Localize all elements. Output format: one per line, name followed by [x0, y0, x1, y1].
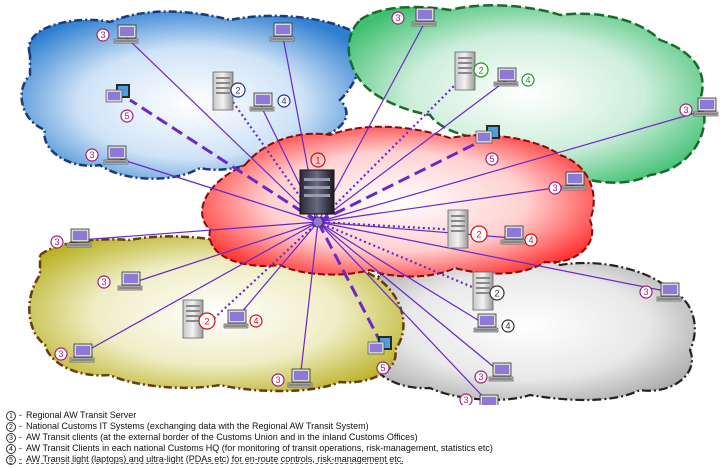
marker-3: 3	[474, 370, 488, 384]
client-computer	[287, 368, 313, 388]
light-links	[129, 98, 484, 346]
marker-2: 2	[489, 285, 505, 301]
marker-4: 4	[249, 314, 263, 328]
national-server-blue	[212, 71, 234, 111]
legend-number: 2	[6, 421, 16, 432]
hq-computer	[493, 67, 519, 87]
legend-text: AW Transit clients (at the external bord…	[26, 432, 418, 442]
legend-separator: -	[19, 432, 22, 442]
svg-text:2: 2	[478, 66, 483, 76]
client-computer	[475, 394, 501, 405]
svg-text:3: 3	[552, 183, 557, 193]
region-green	[347, 4, 706, 184]
legend-item-national: 2 - National Customs IT Systems (exchang…	[6, 421, 714, 432]
network-diagram: 1 2 2 2 2 2 3 3 3 3 3 3 3 3 3	[20, 4, 719, 405]
legend-separator: -	[19, 410, 22, 420]
legend: 1 - Regional AW Transit Server 2 - Natio…	[6, 410, 714, 465]
marker-3: 3	[271, 373, 285, 387]
hq-computer	[500, 225, 526, 245]
marker-3: 3	[54, 347, 68, 361]
legend-separator: -	[19, 454, 22, 464]
marker-4: 4	[521, 73, 535, 87]
marker-2: 2	[230, 82, 246, 98]
svg-text:4: 4	[505, 321, 510, 331]
marker-5: 5	[376, 361, 390, 375]
marker-3: 3	[50, 235, 64, 249]
legend-separator: -	[19, 421, 22, 431]
marker-3: 3	[96, 28, 110, 42]
svg-text:4: 4	[281, 96, 286, 106]
marker-3: 3	[85, 148, 99, 162]
svg-text:3: 3	[89, 150, 94, 160]
legend-number: 5	[6, 454, 16, 465]
marker-4: 4	[277, 94, 291, 108]
svg-text:2: 2	[494, 289, 499, 299]
legend-text: Regional AW Transit Server	[26, 410, 137, 420]
legend-item-clients: 3 - AW Transit clients (at the external …	[6, 432, 714, 443]
svg-text:2: 2	[235, 86, 240, 96]
svg-text:5: 5	[489, 154, 494, 164]
svg-text:3: 3	[275, 375, 280, 385]
national-server-green	[454, 51, 476, 91]
marker-5: 5	[485, 152, 499, 166]
regional-server	[299, 169, 335, 215]
client-computer	[269, 22, 295, 42]
svg-text:3: 3	[101, 277, 106, 287]
marker-2: 2	[473, 62, 489, 78]
legend-item-server: 1 - Regional AW Transit Server	[6, 410, 714, 421]
marker-5: 5	[120, 109, 134, 123]
legend-text: National Customs IT Systems (exchanging …	[26, 421, 369, 431]
svg-text:4: 4	[528, 235, 533, 245]
marker-2: 2	[470, 225, 488, 243]
svg-text:3: 3	[683, 105, 688, 115]
legend-text: AW Transit light (laptops) and ultra-lig…	[26, 454, 404, 464]
legend-item-light: 5 - AW Transit light (laptops) and ultra…	[6, 454, 714, 465]
legend-text: AW Transit Clients in each national Cust…	[26, 443, 493, 453]
legend-number: 4	[6, 443, 16, 454]
svg-text:5: 5	[380, 363, 385, 373]
marker-2: 2	[198, 312, 216, 330]
marker-3: 3	[639, 285, 653, 299]
svg-text:2: 2	[204, 317, 209, 327]
svg-text:3: 3	[58, 349, 63, 359]
marker-1: 1	[310, 152, 326, 168]
svg-text:3: 3	[463, 395, 468, 405]
marker-3: 3	[391, 11, 405, 25]
marker-3: 3	[97, 275, 111, 289]
legend-separator: -	[19, 443, 22, 453]
marker-4: 4	[501, 319, 515, 333]
marker-4: 4	[524, 233, 538, 247]
svg-text:2: 2	[476, 230, 481, 240]
svg-text:1: 1	[315, 156, 320, 166]
marker-3: 3	[679, 103, 693, 117]
svg-text:3: 3	[100, 30, 105, 40]
hq-computer	[249, 92, 275, 112]
legend-number: 3	[6, 432, 16, 443]
marker-3: 3	[459, 393, 473, 405]
legend-number: 1	[6, 410, 16, 421]
hq-computer	[223, 309, 249, 329]
svg-text:4: 4	[253, 316, 258, 326]
national-server-red	[447, 209, 469, 249]
svg-text:3: 3	[478, 372, 483, 382]
svg-text:3: 3	[395, 13, 400, 23]
marker-3: 3	[548, 181, 562, 195]
svg-text:3: 3	[643, 287, 648, 297]
hq-computer	[473, 313, 499, 333]
svg-text:3: 3	[54, 237, 59, 247]
svg-text:5: 5	[124, 111, 129, 121]
client-computer	[488, 362, 514, 382]
legend-item-hq: 4 - AW Transit Clients in each national …	[6, 443, 714, 454]
client-computer	[411, 7, 437, 27]
svg-text:4: 4	[525, 75, 530, 85]
client-computer	[66, 228, 92, 248]
